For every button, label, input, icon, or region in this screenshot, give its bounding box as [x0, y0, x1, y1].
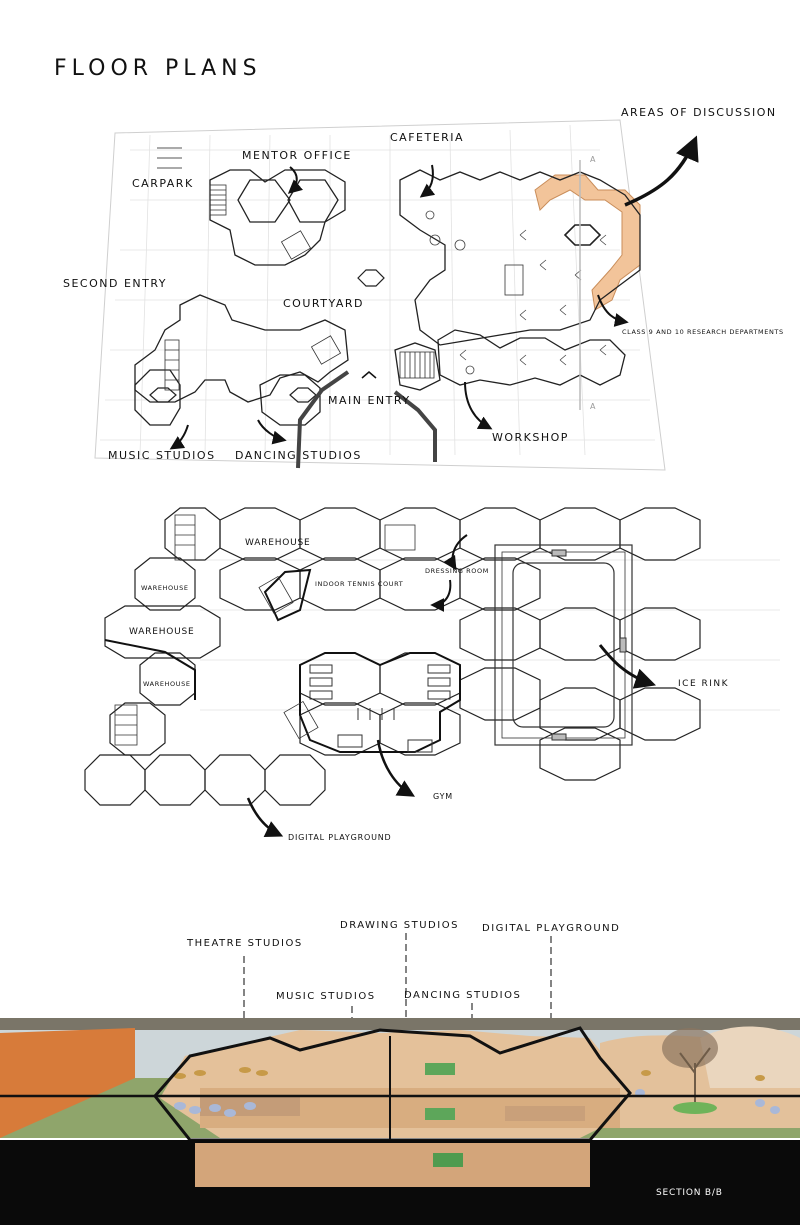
- carpark-lines: [157, 147, 182, 169]
- label-music-studios: MUSIC STUDIOS: [108, 449, 216, 462]
- label-gym: GYM: [433, 792, 453, 801]
- stairs: [164, 184, 524, 391]
- label-main-entry: MAIN ENTRY: [328, 394, 411, 407]
- ice-rink: [494, 544, 633, 746]
- label-indoor-tennis: INDOOR TENNIS COURT: [315, 580, 404, 588]
- section-render: SECTION B/B: [0, 1018, 800, 1225]
- section-label-music: MUSIC STUDIOS: [276, 991, 376, 1002]
- furniture-markers: [425, 210, 607, 375]
- label-workshop: WORKSHOP: [492, 431, 569, 444]
- label-mentor-office: MENTOR OFFICE: [242, 149, 352, 162]
- label-digital-playground: DIGITAL PLAYGROUND: [288, 833, 392, 842]
- section-label-digital: DIGITAL PLAYGROUND: [482, 923, 621, 934]
- section-label-drawing: DRAWING STUDIOS: [340, 920, 459, 931]
- label-warehouse-left-big: WAREHOUSE: [129, 627, 195, 637]
- section-marker-top: A: [590, 155, 597, 164]
- label-class-research: CLASS 9 AND 10 RESEARCH DEPARTMENTS: [622, 328, 784, 336]
- label-dressing-room: DRESSING ROOM: [425, 567, 489, 575]
- label-warehouse-left-small: WAREHOUSE: [141, 584, 189, 592]
- discussion-area-highlight: [534, 174, 641, 311]
- building-outlines: [134, 169, 641, 426]
- label-ice-rink: ICE RINK: [678, 679, 730, 689]
- label-courtyard: COURTYARD: [283, 297, 364, 310]
- label-carpark: CARPARK: [132, 177, 194, 190]
- gym-equipment: [309, 664, 451, 753]
- label-second-entry: SECOND ENTRY: [63, 277, 168, 290]
- site-boundary: [94, 119, 666, 471]
- hex-grid: [100, 124, 655, 456]
- section-label-theatre: THEATRE STUDIOS: [187, 938, 303, 949]
- section-title: SECTION B/B: [656, 1188, 723, 1198]
- label-cafeteria: CAFETERIA: [390, 131, 465, 144]
- section-marker-bottom: A: [590, 402, 597, 411]
- main-entry-paths: [296, 370, 437, 469]
- lower-floor-plan: [84, 507, 780, 838]
- page-title: FLOOR PLANS: [54, 56, 262, 81]
- label-warehouse-top: WAREHOUSE: [245, 538, 311, 548]
- section-label-dancing: DANCING STUDIOS: [404, 990, 522, 1001]
- label-warehouse-left-low: WAREHOUSE: [143, 680, 191, 688]
- ground-floor-plan: [94, 119, 699, 471]
- lower-arrows: [246, 534, 656, 838]
- lower-building-outline: [104, 568, 461, 753]
- annotation-arrows: [169, 135, 699, 450]
- label-areas-of-discussion: AREAS OF DISCUSSION: [621, 106, 777, 119]
- label-dancing-studios: DANCING STUDIOS: [235, 449, 362, 462]
